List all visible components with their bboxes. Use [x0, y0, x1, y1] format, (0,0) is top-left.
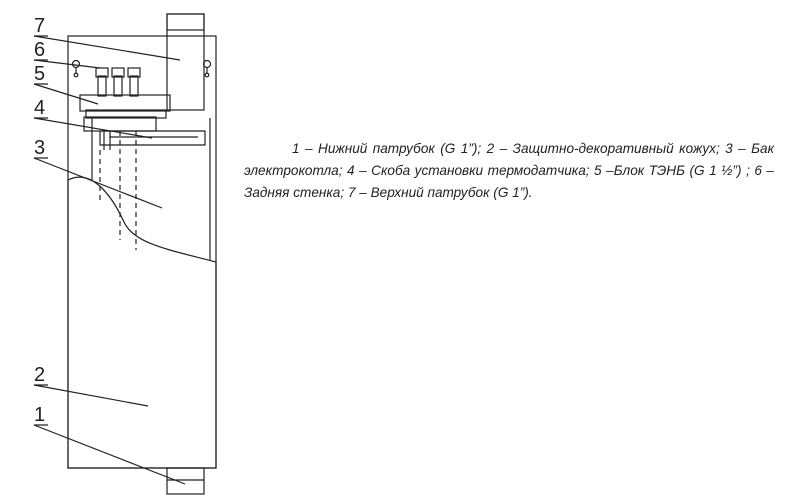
back-wall	[67, 35, 217, 469]
callout-4: 4	[34, 97, 45, 119]
leader-lines	[33, 35, 186, 485]
callout-1: 1	[34, 404, 45, 426]
thermosensor-bracket	[99, 130, 206, 150]
lower-pipe	[166, 467, 205, 495]
legend-caption: 1 – Нижний патрубок (G 1”); 2 – Защитно-…	[244, 138, 774, 204]
heater-terminals	[95, 67, 141, 97]
keyhole-left	[71, 59, 81, 78]
callout-5: 5	[34, 63, 45, 85]
legend-text: 1 – Нижний патрубок (G 1”); 2 – Защитно-…	[244, 141, 774, 200]
callout-7: 7	[34, 15, 45, 37]
heater-block-plate	[85, 109, 167, 119]
heater-block-flange	[79, 94, 171, 112]
callout-3: 3	[34, 137, 45, 159]
upper-pipe	[166, 13, 205, 111]
boiler-drawing: 7 6 5 4 3 2 1	[33, 13, 217, 495]
callout-underlines	[34, 35, 48, 426]
protective-casing	[67, 176, 217, 469]
callout-6: 6	[34, 39, 45, 61]
upper-pipe-thread	[166, 13, 205, 31]
callout-2: 2	[34, 364, 45, 386]
